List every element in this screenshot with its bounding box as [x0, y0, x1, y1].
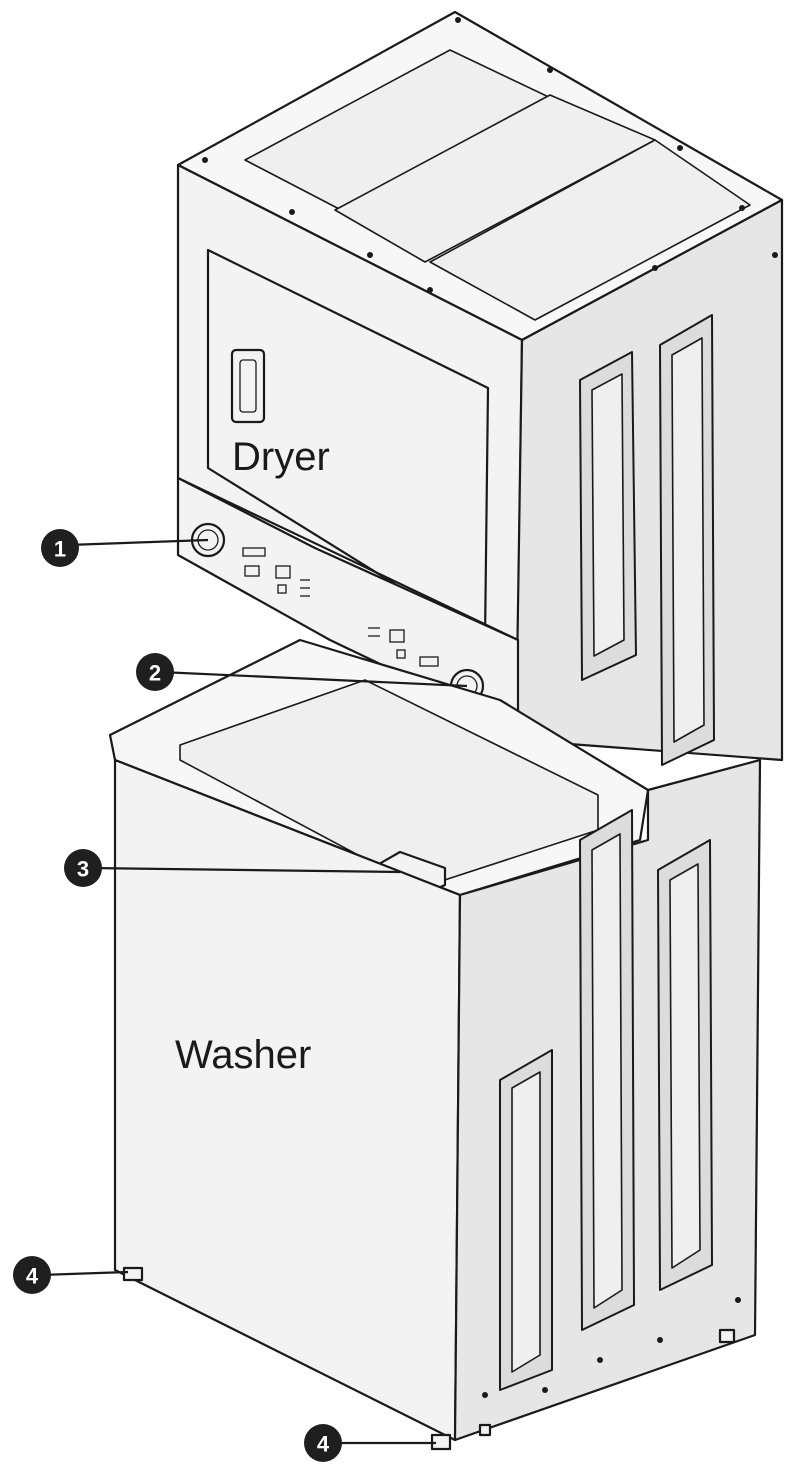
dryer-side-recess-right-inner: [671, 337, 705, 743]
washer-unit: [108, 638, 762, 1451]
callout-4-right: 4: [304, 1424, 436, 1462]
callout-1: 1: [41, 529, 209, 567]
washer-screws: [482, 1297, 741, 1398]
callout-4-left-number: 4: [26, 1264, 39, 1289]
callout-1-number: 1: [54, 537, 66, 562]
callout-3-number: 3: [77, 857, 89, 882]
dryer-label: Dryer: [232, 435, 330, 479]
callout-2: 2: [136, 653, 468, 691]
washer-side-recess-3-inner: [669, 863, 701, 1269]
callout-3: 3: [64, 849, 401, 887]
callout-4-right-marker: [304, 1424, 342, 1462]
callout-4-left-marker: [13, 1256, 51, 1294]
dryer-door-handle: [230, 348, 266, 424]
dryer-unit: [176, 10, 784, 766]
callout-4-left: 4: [13, 1256, 129, 1294]
callout-1-marker: [41, 529, 79, 567]
callout-2-marker: [136, 653, 174, 691]
dryer-screws: [202, 17, 778, 293]
washer-side-recess-2-inner: [591, 833, 623, 1309]
dryer-control-icons: [242, 547, 439, 667]
washer-label: Washer: [175, 1033, 311, 1077]
callout-4-right-number: 4: [317, 1432, 330, 1457]
washer-side-recess-1-inner: [511, 1071, 541, 1373]
dryer-top-vent-right: [429, 139, 751, 321]
callout-3-marker: [64, 849, 102, 887]
dryer-side-recess-left-inner: [591, 373, 625, 657]
callout-2-number: 2: [149, 661, 161, 686]
